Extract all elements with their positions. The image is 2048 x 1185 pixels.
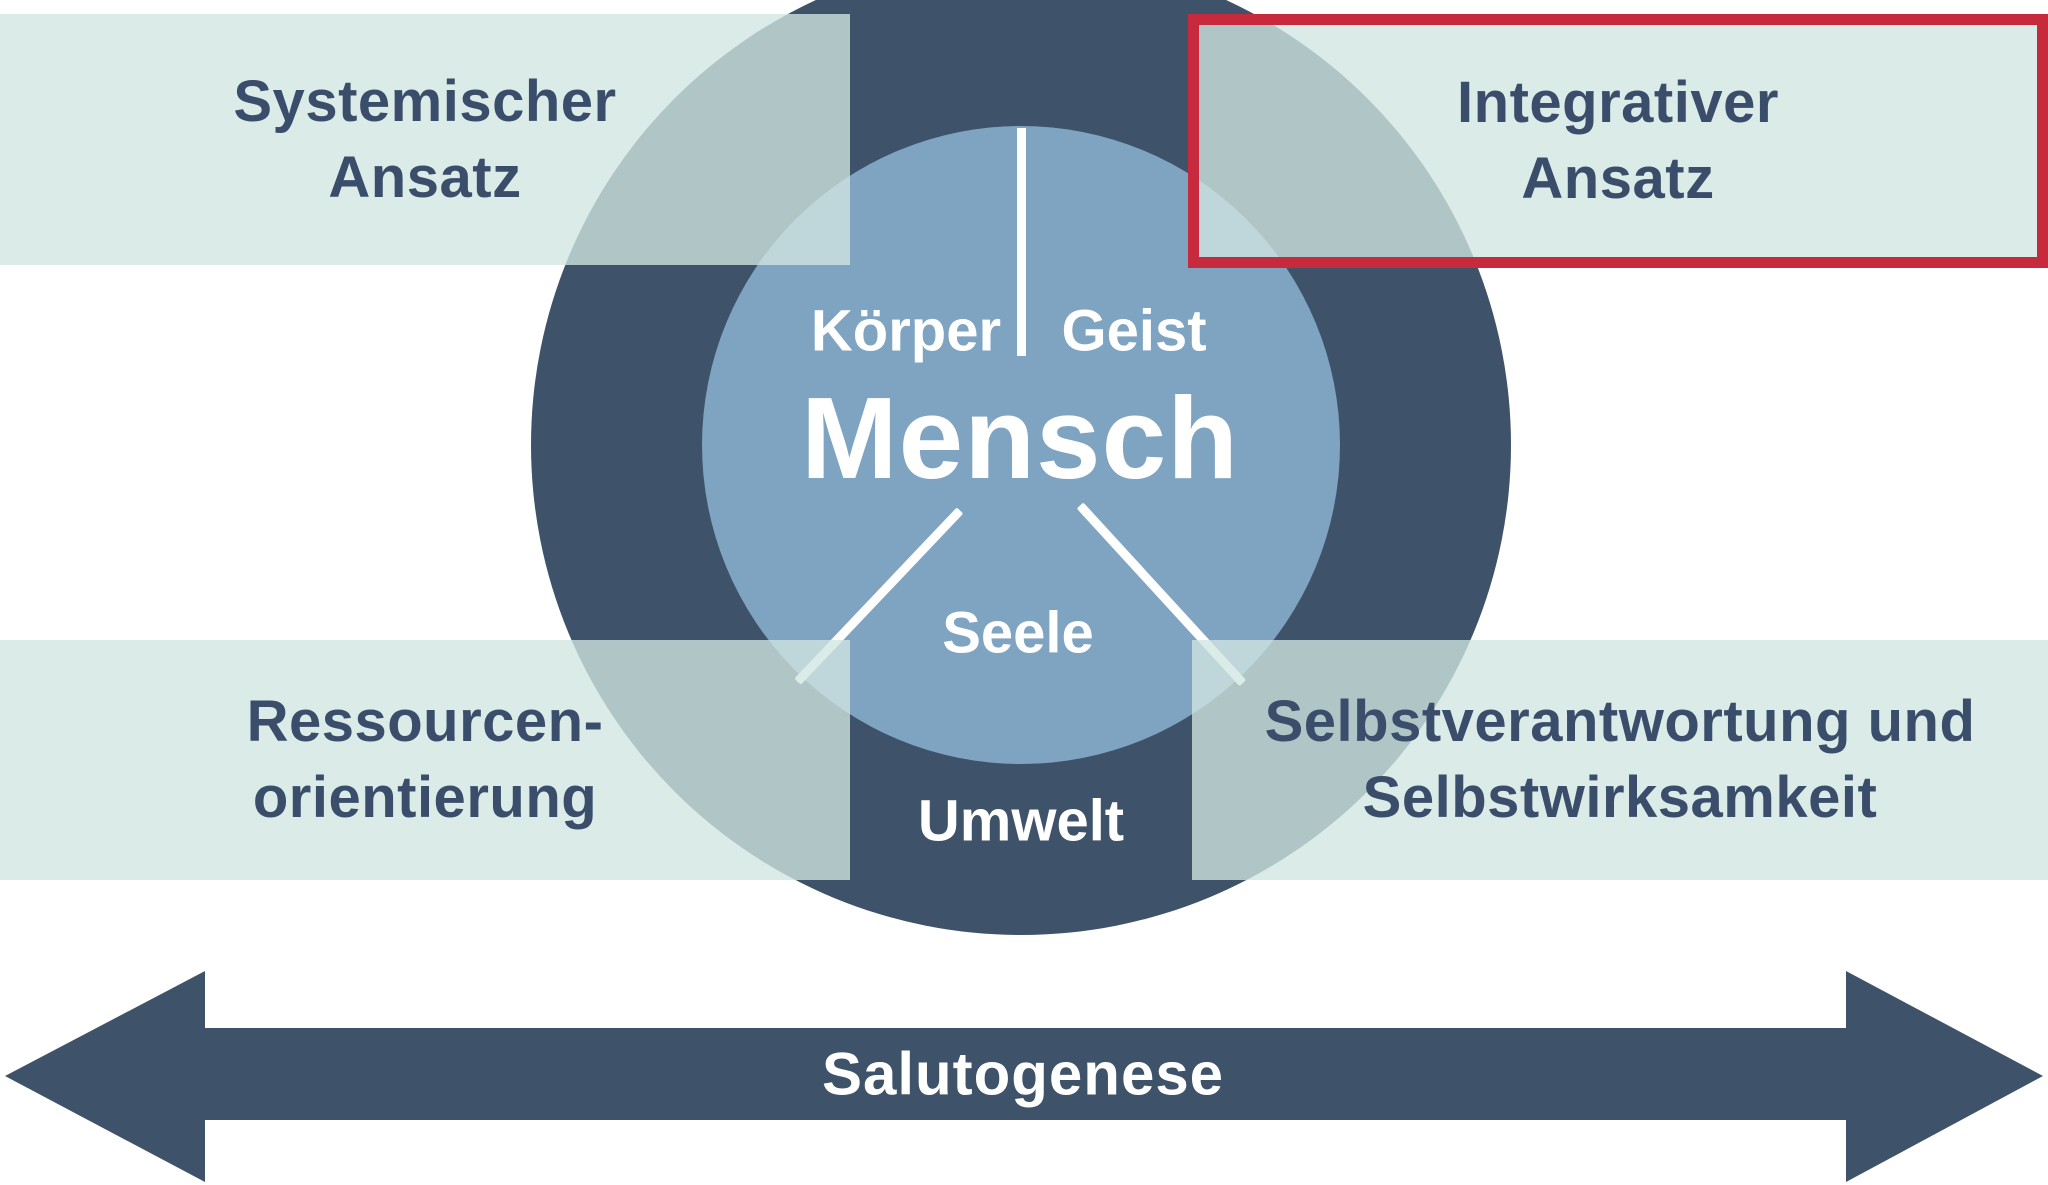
- segment-label-koerper: Körper: [810, 298, 1002, 364]
- double-arrow-shape: [5, 971, 2043, 1182]
- label-line: Ansatz: [1521, 146, 1715, 211]
- label-line: Ansatz: [328, 144, 522, 210]
- band-systemischer-ansatz: [0, 14, 850, 265]
- segment-label-seele: Seele: [942, 600, 1094, 666]
- label-line: Integrativer: [1457, 70, 1779, 135]
- label-ressourcenorientierung: Ressourcen- orientierung: [0, 640, 850, 880]
- label-line: Selbstverantwortung und: [1264, 689, 1976, 754]
- center-label-mensch: Mensch: [801, 373, 1239, 503]
- divider-koerper-geist: [1017, 128, 1026, 356]
- label-line: Systemischer: [233, 68, 617, 134]
- segment-label-geist: Geist: [1061, 298, 1207, 364]
- ring-label-umwelt: Umwelt: [917, 788, 1125, 854]
- label-selbstverantwortung: Selbstverantwortung und Selbstwirksamkei…: [1192, 640, 2048, 880]
- label-systemischer-ansatz: Systemischer Ansatz: [0, 14, 850, 265]
- label-integrativer-ansatz: Integrativer Ansatz: [1199, 25, 2037, 257]
- highlight-box-integrativer-ansatz[interactable]: [1188, 14, 2048, 268]
- band-ressourcenorientierung: [0, 640, 850, 880]
- arrow-label-salutogenese: Salutogenese: [821, 1040, 1225, 1108]
- band-integrativer-ansatz: [1199, 25, 2037, 257]
- label-line: orientierung: [252, 765, 598, 830]
- label-line: Selbstwirksamkeit: [1362, 765, 1878, 830]
- label-line: Ressourcen-: [246, 689, 604, 754]
- band-selbstverantwortung: [1192, 640, 2048, 880]
